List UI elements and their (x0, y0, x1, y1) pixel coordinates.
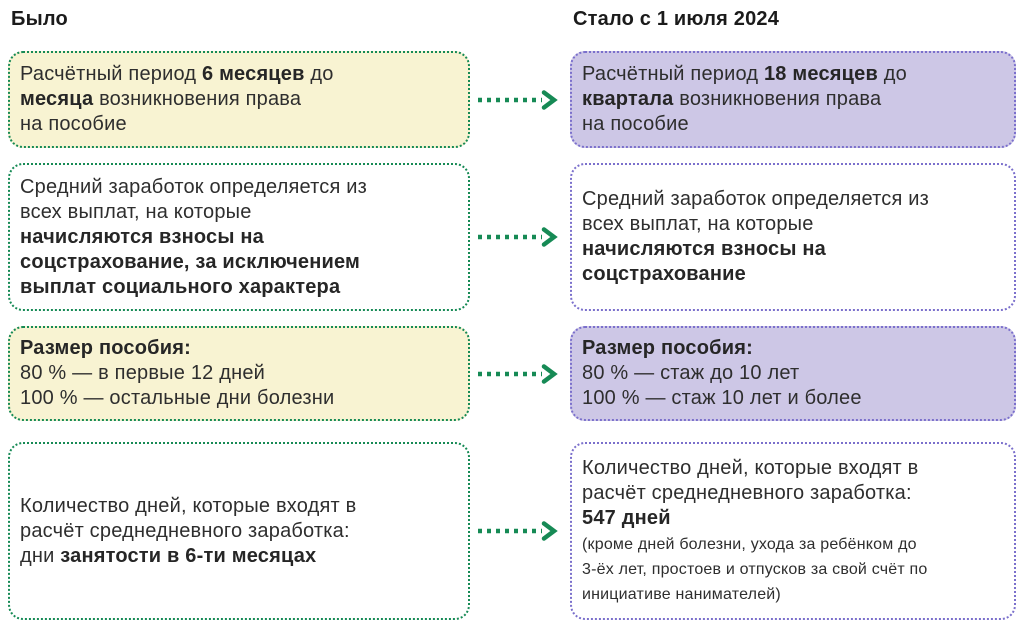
before-box-text: Количество дней, которые входят в расчёт… (20, 494, 357, 567)
dotted-arrow-right-icon (478, 227, 558, 247)
after-box-text: Количество дней, которые входят в расчёт… (582, 457, 928, 603)
comparison-row: Средний заработок определяется из всех в… (8, 163, 1016, 311)
after-box: Размер пособия: 80 % — стаж до 10 лет 10… (570, 326, 1016, 421)
dotted-arrow-right-icon (478, 89, 558, 110)
after-box-text: Расчётный период 18 месяцев до квартала … (582, 63, 907, 135)
before-box: Средний заработок определяется из всех в… (8, 163, 470, 311)
before-box-text: Расчётный период 6 месяцев до месяца воз… (20, 63, 334, 135)
before-box-text: Размер пособия: 80 % — в первые 12 дней … (20, 337, 335, 409)
after-box: Расчётный период 18 месяцев до квартала … (570, 51, 1016, 148)
comparison-grid: Расчётный период 6 месяцев до месяца воз… (8, 51, 1016, 620)
after-box: Количество дней, которые входят в расчёт… (570, 442, 1016, 620)
arrow-cell (470, 163, 570, 311)
before-box: Расчётный период 6 месяцев до месяца воз… (8, 51, 470, 148)
dotted-arrow-right-icon (478, 363, 558, 384)
dotted-arrow-right-icon (478, 521, 558, 541)
before-box: Количество дней, которые входят в расчёт… (8, 442, 470, 620)
before-box: Размер пособия: 80 % — в первые 12 дней … (8, 326, 470, 421)
header-spacer (470, 8, 570, 31)
comparison-row: Размер пособия: 80 % — в первые 12 дней … (8, 326, 1016, 421)
arrow-cell (470, 442, 570, 620)
after-box: Средний заработок определяется из всех в… (570, 163, 1016, 311)
comparison-row: Количество дней, которые входят в расчёт… (8, 442, 1016, 620)
arrow-cell (470, 326, 570, 421)
comparison-row: Расчётный период 6 месяцев до месяца воз… (8, 51, 1016, 148)
arrow-cell (470, 51, 570, 148)
header-before: Было (11, 8, 68, 30)
header-after: Стало с 1 июля 2024 (573, 8, 780, 30)
after-box-text: Размер пособия: 80 % — стаж до 10 лет 10… (582, 337, 862, 409)
before-box-text: Средний заработок определяется из всех в… (20, 175, 368, 298)
after-box-text: Средний заработок определяется из всех в… (582, 188, 930, 285)
headers-row: Было Стало с 1 июля 2024 (8, 8, 1016, 31)
